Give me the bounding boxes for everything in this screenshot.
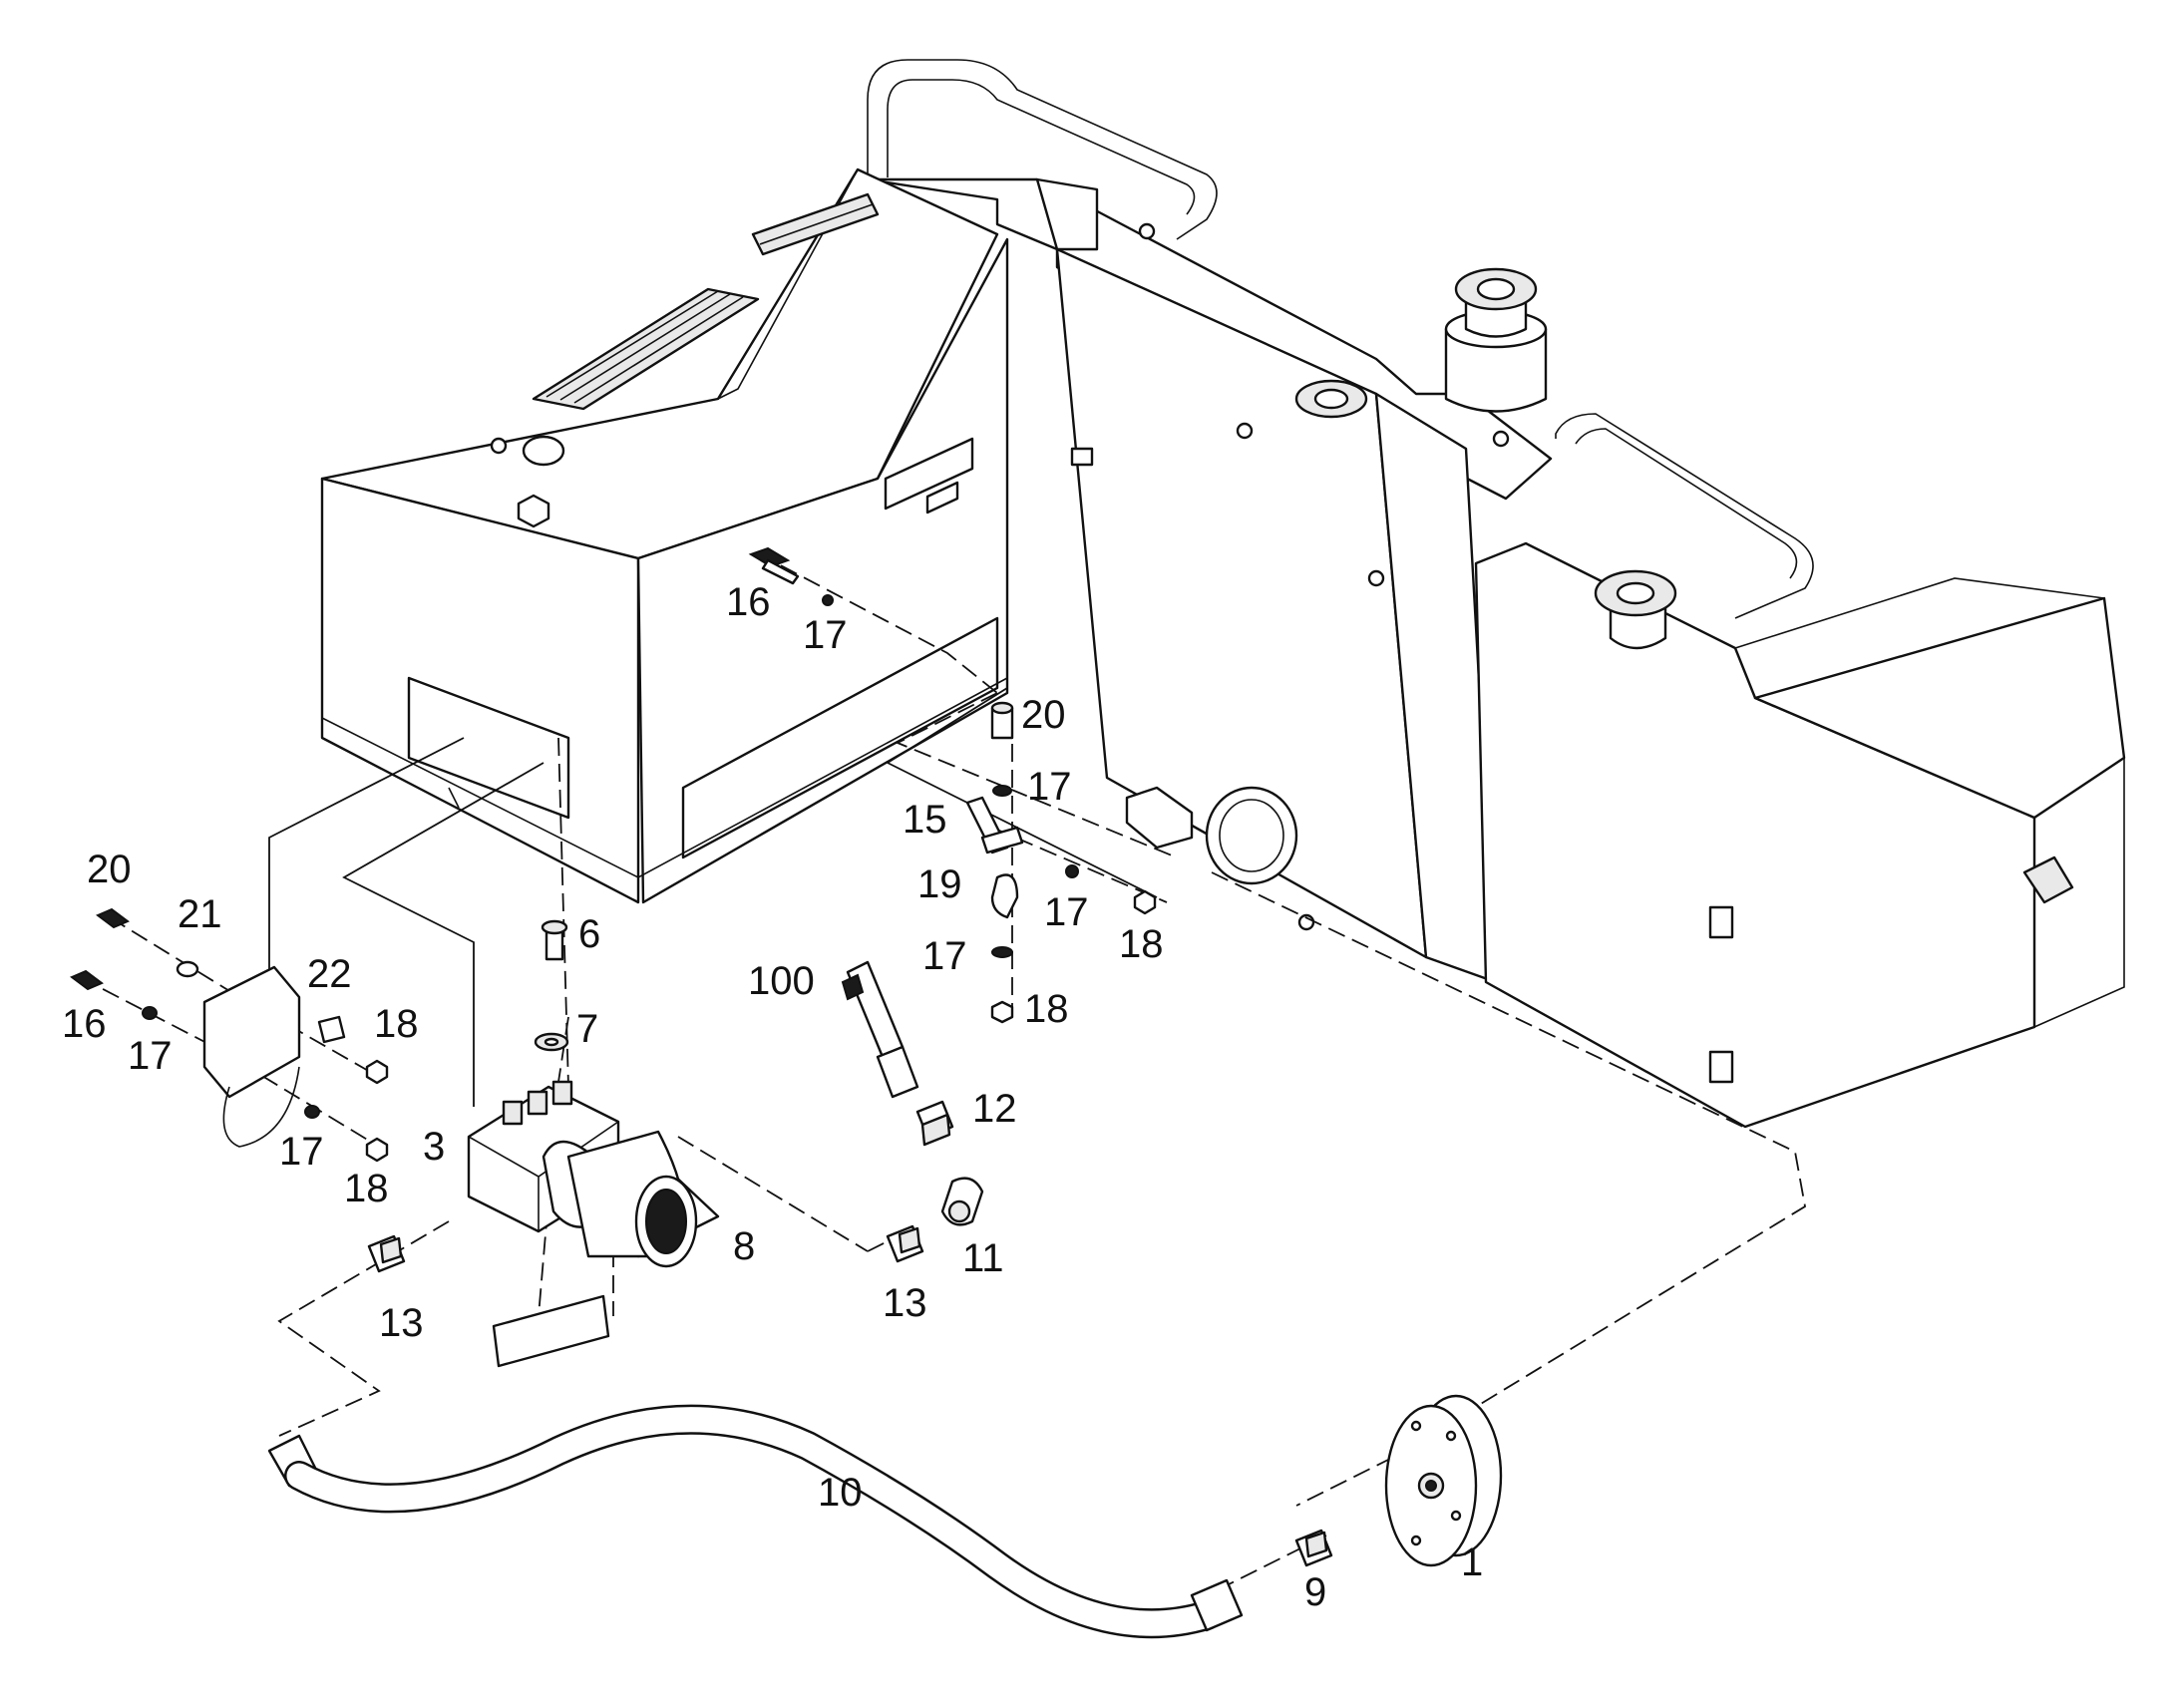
bolt-16-upper <box>748 546 800 585</box>
callout-6: 6 <box>578 912 600 956</box>
callout-18-right-low: 18 <box>1024 987 1069 1031</box>
callout-12: 12 <box>972 1087 1017 1131</box>
callout-18-bracket-top: 18 <box>374 1002 419 1046</box>
callout-1: 1 <box>1461 1540 1483 1584</box>
callout-11: 11 <box>962 1236 1004 1280</box>
callout-labels: 1 3 6 7 8 9 10 11 12 13 13 15 16 16 17 1… <box>62 580 1483 1614</box>
hose-10 <box>267 1404 1244 1639</box>
callout-7: 7 <box>576 1007 598 1051</box>
callout-15: 15 <box>903 798 947 842</box>
callout-17-right-top: 17 <box>1027 765 1072 809</box>
callout-20-right: 20 <box>1021 693 1066 737</box>
callout-18-bracket-low: 18 <box>344 1167 389 1210</box>
callout-17-left: 17 <box>128 1034 173 1078</box>
hardware <box>70 546 1157 1163</box>
callout-16-upper: 16 <box>726 580 771 624</box>
callout-13-left: 13 <box>379 1301 424 1345</box>
callout-100: 100 <box>748 959 815 1003</box>
machine-frame <box>866 59 2126 1129</box>
callout-17-bracket: 17 <box>279 1130 324 1174</box>
callout-9: 9 <box>1304 1570 1326 1614</box>
flange-1 <box>1384 1394 1503 1567</box>
fittings <box>367 960 1333 1567</box>
callout-13-right: 13 <box>883 1281 927 1325</box>
callout-22: 22 <box>307 952 352 996</box>
callout-17-right-low: 17 <box>922 934 967 978</box>
callout-18-right-mid: 18 <box>1119 922 1164 966</box>
callout-20-left: 20 <box>87 848 132 891</box>
callout-16-left: 16 <box>62 1002 107 1046</box>
callout-21: 21 <box>178 892 222 936</box>
callout-3: 3 <box>423 1125 445 1169</box>
callout-8: 8 <box>733 1224 755 1268</box>
callout-17-upper: 17 <box>803 613 848 657</box>
callout-17-right-mid: 17 <box>1044 890 1089 934</box>
callout-19: 19 <box>917 862 962 906</box>
pump-assembly <box>467 1080 720 1368</box>
callout-10: 10 <box>818 1471 863 1515</box>
tank-housing <box>320 168 1009 904</box>
